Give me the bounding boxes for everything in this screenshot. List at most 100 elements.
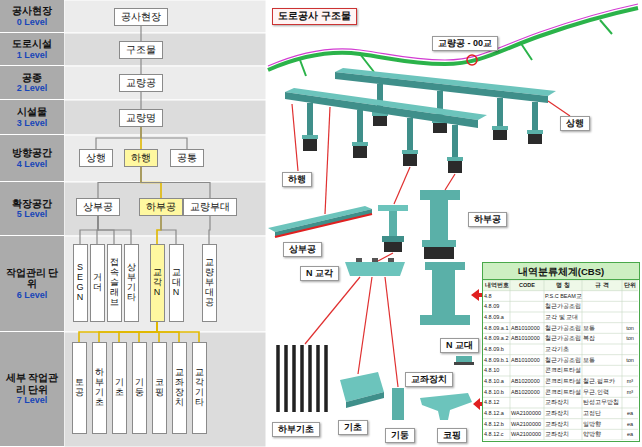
table-cell: 무근,인력 — [583, 387, 621, 398]
tree-connector — [157, 322, 199, 342]
level-band-bg — [64, 135, 266, 182]
tree-connector — [141, 127, 187, 149]
table-rule — [483, 290, 638, 291]
node-label: 교각 N — [153, 268, 162, 298]
pier-column — [452, 125, 458, 157]
callout-box: 기둥 — [385, 428, 415, 443]
level-name: 확장공간 — [12, 198, 52, 210]
table-cell: m³ — [623, 376, 637, 387]
node-label: 내역분류체계(CBS) — [483, 263, 639, 280]
tree-connector — [161, 216, 176, 244]
tree-box: 교량명 — [119, 109, 163, 127]
column — [392, 388, 404, 420]
table-rule — [483, 280, 638, 281]
table-cell: 보통 — [583, 355, 621, 366]
table-cell: 교각기초 — [545, 344, 581, 355]
tree-box: 구조물 — [119, 41, 163, 59]
pier-column — [407, 118, 413, 150]
pier-piles — [403, 154, 417, 166]
vertical-box: 코핑 — [152, 342, 167, 434]
superstructure-deck — [275, 209, 372, 237]
table-cell: 4.8.10 — [484, 365, 509, 376]
table-cell: AB1010000 — [511, 323, 543, 334]
bearing — [454, 362, 474, 365]
table-cell: 철근,펌프카 — [583, 376, 621, 387]
table-cell: 양방향 — [583, 429, 621, 440]
level-band: 공사현장0 Level — [0, 0, 64, 33]
node-label: 교각기타 — [195, 368, 204, 408]
level-number: 2 Level — [17, 83, 48, 93]
tree-connector — [119, 322, 157, 342]
level-name: 세부 작업관리 단위 — [2, 372, 62, 395]
leader-line — [445, 174, 455, 190]
vertical-box: 기초 — [112, 342, 127, 434]
road-network — [268, 4, 638, 66]
pile — [284, 345, 288, 412]
table-cell: 교좌장치 — [545, 419, 581, 430]
node-label: 하부공 — [474, 214, 501, 225]
footing-slab — [346, 392, 384, 408]
level-band: 공종2 Level — [0, 66, 64, 100]
leader-line — [305, 277, 360, 344]
leader-line — [378, 253, 393, 261]
node-label: N 교대 — [446, 340, 473, 351]
node-label: 교량명 — [126, 112, 156, 124]
node-label: 거더 — [93, 273, 102, 293]
superstructure-deck — [268, 206, 372, 232]
vertical-box: 접속슬래브 — [107, 244, 122, 322]
pile — [292, 345, 296, 412]
tree-connector — [99, 322, 157, 342]
pier-footing — [382, 236, 404, 242]
leader-line — [394, 167, 410, 204]
node-label: 토공 — [75, 378, 84, 398]
level-number: 5 Level — [17, 209, 48, 219]
node-label: 상부기타 — [127, 263, 136, 303]
table-cell: 4.8.09 — [484, 301, 509, 312]
highlight-edge — [275, 214, 372, 237]
vertical-box: 교각 N — [150, 244, 165, 322]
pier-piles — [528, 134, 542, 144]
table-cell: AB1010000 — [511, 333, 543, 344]
vertical-box: 상부기타 — [124, 244, 139, 322]
location-marker — [467, 55, 477, 65]
vertical-box: 토공 — [72, 342, 87, 434]
leader-line — [325, 107, 330, 214]
table-cell: 탄성고무받침 — [583, 397, 621, 408]
pier-column — [357, 110, 363, 142]
road-branch — [300, 20, 612, 76]
table-cell: 보통 — [583, 323, 621, 334]
table-cell: 규 격 — [583, 280, 621, 291]
table-rule — [483, 312, 638, 313]
node-label: 교좌장치 — [411, 374, 447, 385]
table-cell: 4.8 — [484, 291, 509, 302]
table-cell: 고정단 — [583, 408, 621, 419]
pier-piles — [384, 242, 402, 252]
table-cell: 4.8.12.a — [484, 408, 509, 419]
table-cell: 4.8.10.b — [484, 387, 509, 398]
level-band: 시설물3 Level — [0, 100, 64, 135]
table-cell: WA2100000 — [511, 419, 543, 430]
level-band-bg — [64, 66, 266, 100]
abutment-piles — [424, 247, 454, 259]
table-rule — [483, 429, 638, 430]
pile — [308, 345, 312, 412]
table-cell: 교좌장치 — [545, 429, 581, 440]
tree-box: 공사현장 — [114, 8, 168, 26]
vertical-box: 교대 N — [169, 244, 184, 322]
table-cell: ea — [623, 419, 637, 430]
table-rule — [483, 440, 638, 441]
node-label: 기초 — [344, 422, 362, 433]
callout-box: 교좌장치 — [405, 372, 453, 387]
table-rule — [483, 354, 638, 355]
pier-cap — [378, 205, 408, 211]
node-label: 상행 — [566, 118, 584, 129]
vertical-box: SEG N — [73, 244, 88, 322]
level-band-bg — [64, 0, 266, 33]
table-rule — [483, 365, 638, 366]
level-name: 공사현장 — [12, 5, 52, 17]
bridge-deck — [285, 88, 487, 120]
tree-box: 상부공 — [76, 198, 120, 216]
pier-footing — [527, 130, 543, 134]
table-cell: ea — [623, 408, 637, 419]
pier-column — [532, 102, 538, 130]
